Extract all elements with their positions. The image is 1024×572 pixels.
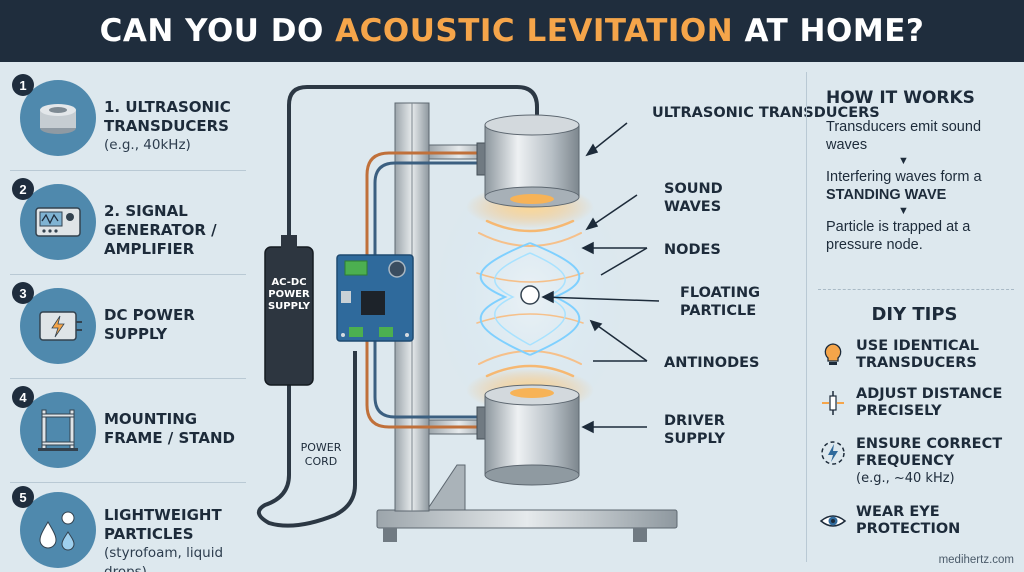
section-divider [818,289,1014,290]
frequency-icon [821,441,845,465]
component-label-text: 2. SIGNAL GENERATOR / AMPLIFIER [104,202,217,258]
title-part-pre: CAN YOU DO [99,13,336,49]
list-divider [10,274,246,275]
component-icon-circle [20,492,96,568]
title-accent: ACOUSTIC LEVITATION [335,13,734,49]
component-item-signal-generator: 2 2. SIGNAL GENERATOR / AMPLIFIER [0,174,252,270]
list-divider [10,170,246,171]
how-step-2-text: Interfering waves form a [826,169,982,185]
component-sublabel: (styrofoam, liquid drops) [104,545,224,572]
floating-particle [520,285,540,305]
component-label: 2. SIGNAL GENERATOR / AMPLIFIER [104,202,250,259]
tip-item: USE IDENTICAL TRANSDUCERS [812,338,1017,382]
component-number: 5 [12,486,34,508]
component-label: LIGHTWEIGHT PARTICLES(styrofoam, liquid … [104,506,250,572]
power-supply-icon [39,311,82,341]
list-divider [10,482,246,483]
top-transducer [476,114,580,208]
base-plate [376,509,678,529]
callout-floating-particle: FLOATING PARTICLE [680,285,760,319]
stand-brace [426,464,466,511]
component-label-text: 1. ULTRASONIC TRANSDUCERS [104,98,231,135]
tip-label-text: ENSURE CORRECT FREQUENCY [856,436,1003,469]
component-label-text: MOUNTING FRAME / STAND [104,410,235,447]
tip-item: ENSURE CORRECT FREQUENCY (e.g., ~40 kHz) [812,436,1017,486]
component-label: MOUNTING FRAME / STAND [104,410,250,448]
callout-sound-waves: SOUND WAVES [664,181,723,215]
levitator-diagram: AC-DC POWER SUPPLY POWER CORD [257,85,678,542]
callout-nodes: NODES [664,242,721,258]
watermark: medihertz.com [938,554,1014,566]
component-item-particles: 5 LIGHTWEIGHT PARTICLES(styrofoam, liqui… [0,482,252,572]
step-arrow-icon: ▼ [898,205,909,217]
bottom-transducer [476,384,580,486]
callout-arrows [541,122,660,434]
callout-antinodes: ANTINODES [664,355,760,371]
how-step-3: Particle is trapped at a pressure node. [826,219,971,253]
callout-driver-supply: DRIVER SUPPLY [664,413,725,447]
base-foot [633,528,647,542]
callout-transducers: ULTRASONIC TRANSDUCERS [652,105,880,121]
tip-label: USE IDENTICAL TRANSDUCERS [856,338,980,371]
components-list: 1 1. ULTRASONIC TRANSDUCERS (e.g., 40kHz)… [0,70,252,572]
tip-label: WEAR EYE PROTECTION [856,504,961,537]
how-step-1: Transducers emit sound waves [826,119,982,153]
how-step-2: Interfering waves form a STANDING WAVE [826,168,1017,204]
list-divider [10,378,246,379]
component-icon-circle [20,392,96,468]
ruler-icon [822,391,844,415]
signal-generator-icon [35,207,81,237]
base-foot [383,528,397,542]
sound-waves [476,219,584,378]
diy-tips-title: DIY TIPS [871,304,958,325]
wire-orange [365,333,483,429]
how-step-2-bold: STANDING WAVE [826,187,947,203]
power-cable [287,85,539,247]
wire-blue [373,161,483,270]
panel-divider [806,72,807,562]
header-bar: CAN YOU DO ACOUSTIC LEVITATION AT HOME? [0,0,1024,62]
driver-circuit-board [336,254,414,342]
adapter-label: AC-DC POWER SUPPLY [267,277,311,312]
tip-label: ENSURE CORRECT FREQUENCY (e.g., ~40 kHz) [856,436,1016,487]
tip-item: ADJUST DISTANCE PRECISELY [812,386,1017,430]
component-label-text: LIGHTWEIGHT PARTICLES [104,506,222,543]
component-label: 1. ULTRASONIC TRANSDUCERS (e.g., 40kHz) [104,98,250,155]
wire-blue [373,333,483,419]
component-item-transducers: 1 1. ULTRASONIC TRANSDUCERS (e.g., 40kHz) [0,70,252,166]
tip-sublabel: (e.g., ~40 kHz) [856,471,955,486]
tip-item: WEAR EYE PROTECTION [812,504,1017,548]
how-it-works-panel: HOW IT WORKS Transducers emit sound wave… [812,88,1017,254]
transducer-icon [40,104,76,134]
page-title: CAN YOU DO ACOUSTIC LEVITATION AT HOME? [100,13,925,49]
wire-orange [365,151,483,270]
component-label: DC POWER SUPPLY [104,306,250,344]
component-label-text: DC POWER SUPPLY [104,306,195,343]
tip-label: ADJUST DISTANCE PRECISELY [856,386,1003,419]
title-part-post: AT HOME? [733,13,925,49]
power-cord [257,351,357,528]
how-it-works-title: HOW IT WORKS [826,88,975,108]
lightbulb-icon [824,343,842,365]
component-number: 4 [12,386,34,408]
eye-icon [819,515,847,527]
power-cord-label: POWER CORD [300,441,342,468]
component-number: 1 [12,74,34,96]
component-item-frame: 4 MOUNTING FRAME / STAND [0,382,252,478]
component-item-power-supply: 3 DC POWER SUPPLY [0,278,252,374]
step-arrow-icon: ▼ [898,155,909,167]
droplets-icon [39,511,75,551]
component-number: 3 [12,282,34,304]
component-number: 2 [12,178,34,200]
component-sublabel: (e.g., 40kHz) [104,137,191,153]
frame-icon [38,409,78,451]
